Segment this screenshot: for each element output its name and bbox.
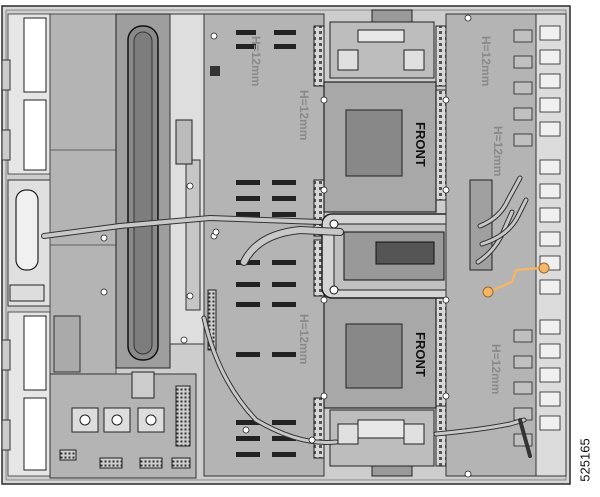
spacing-label-2: H=12mm [297, 90, 311, 140]
left-drive-bays [1, 13, 53, 477]
spacing-label-4: H=12mm [491, 126, 505, 176]
mid-column [169, 13, 205, 345]
io-board [49, 371, 197, 479]
cables [41, 175, 532, 458]
highlight-markers [482, 262, 550, 298]
cpu-socket-top [323, 81, 437, 213]
figure-number: 525165 [574, 430, 596, 490]
spacing-label-1: H=12mm [249, 36, 263, 86]
figure-number-text: 525165 [577, 438, 593, 482]
front-label-bottom: FRONT [413, 332, 428, 377]
right-connector-column [513, 13, 567, 477]
text-labels: FRONT FRONT H=12mm H=12mm H=12mm H=12mm … [249, 36, 505, 394]
center-module [321, 213, 471, 299]
front-label-top: FRONT [413, 122, 428, 167]
left-board-section [49, 13, 117, 375]
riser-heatsink [115, 13, 171, 369]
spacing-label-5: H=12mm [297, 314, 311, 364]
mounting-holes [100, 14, 472, 478]
retention-brackets [329, 9, 435, 477]
spacing-label-6: H=12mm [489, 344, 503, 394]
spacing-label-3: H=12mm [479, 36, 493, 86]
